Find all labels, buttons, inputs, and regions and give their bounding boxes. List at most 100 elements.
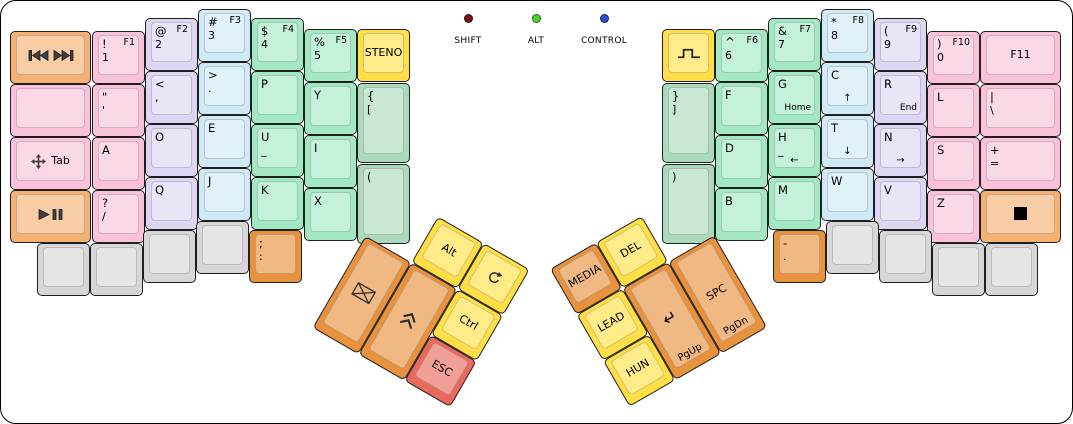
key-label: ■: [1012, 203, 1029, 224]
keycap: [322, 242, 405, 344]
key-spare-r1[interactable]: [826, 221, 879, 274]
key-comma[interactable]: <,: [145, 71, 198, 124]
key-redo[interactable]: [457, 243, 530, 316]
key-period[interactable]: >.: [198, 62, 251, 115]
key-h[interactable]: H_←: [768, 124, 821, 177]
key-t[interactable]: T↓: [821, 115, 874, 168]
key-legend-tl: A: [102, 143, 110, 157]
key-l[interactable]: L: [927, 84, 980, 137]
keycap: L: [933, 88, 974, 128]
key-a[interactable]: A: [92, 137, 145, 190]
keycap: ■: [986, 194, 1055, 234]
key-q[interactable]: Q: [145, 177, 198, 230]
key-semicolon[interactable]: ;:: [249, 230, 302, 283]
key-legend-tl: M: [778, 183, 788, 197]
key-w[interactable]: W: [821, 168, 874, 221]
key-p[interactable]: P: [251, 71, 304, 124]
key-plus[interactable]: +=: [980, 137, 1061, 190]
key-e[interactable]: E: [198, 115, 251, 168]
key-i[interactable]: I: [304, 135, 357, 188]
key-legend-tl2: :: [259, 250, 263, 263]
key-b[interactable]: B: [715, 188, 768, 241]
key-o[interactable]: O: [145, 124, 198, 177]
key-page-chevrons[interactable]: [358, 262, 458, 381]
key-spare-l4[interactable]: [196, 221, 249, 274]
key-play-pause[interactable]: [10, 190, 91, 243]
keycap: S: [933, 141, 974, 181]
key-left-paren[interactable]: (: [357, 164, 410, 244]
key-spare-r2[interactable]: [879, 230, 932, 283]
key-f[interactable]: F: [715, 82, 768, 135]
key-layer-toggle[interactable]: [662, 29, 715, 82]
key-tab[interactable]: Tab: [10, 137, 91, 190]
key-legend-tl: O: [155, 130, 165, 144]
keycap: [668, 33, 709, 73]
key-quote[interactable]: "': [92, 84, 145, 137]
key-stop[interactable]: ■: [980, 190, 1061, 243]
key-right-brace[interactable]: }]: [662, 83, 715, 163]
keycap: W: [827, 172, 868, 212]
key-legend-tl: {: [367, 89, 375, 103]
key-legend-tl: +: [990, 143, 1000, 157]
key-f11[interactable]: F11: [980, 31, 1061, 84]
key-spare-r3[interactable]: [932, 243, 985, 296]
key-slash[interactable]: ?/: [92, 190, 145, 243]
key-legend-tl2: 1: [102, 51, 109, 64]
keycap: <,: [151, 75, 192, 115]
key-legend-tl2: 0: [937, 51, 944, 64]
key-y[interactable]: Y: [304, 82, 357, 135]
key-spare-l3[interactable]: [143, 230, 196, 283]
key-legend-tl: X: [314, 194, 322, 208]
key-s[interactable]: S: [927, 137, 980, 190]
key-label: Tab: [51, 154, 70, 168]
key-right-paren[interactable]: ): [662, 164, 715, 244]
key-spare-l1[interactable]: [37, 243, 90, 296]
key-j[interactable]: J: [198, 168, 251, 221]
key-d[interactable]: D: [715, 135, 768, 188]
key-legend-tl2: \: [990, 104, 994, 117]
key-mail[interactable]: [312, 235, 412, 355]
key-minus[interactable]: -.: [773, 230, 826, 283]
key-media-prev-next[interactable]: [10, 31, 91, 84]
key-n[interactable]: N→: [874, 124, 927, 177]
key-legend-center: [369, 270, 448, 368]
key-blank[interactable]: [10, 84, 91, 137]
key-spare-l2[interactable]: [90, 243, 143, 296]
key-k[interactable]: K: [251, 177, 304, 230]
keycap: U_: [257, 128, 298, 168]
play-pause-icon: [38, 208, 64, 221]
move-icon: [31, 153, 47, 169]
key-legend-center: [17, 195, 84, 233]
keycap: "': [98, 88, 139, 128]
key-z[interactable]: Z: [927, 190, 980, 243]
key-u[interactable]: U_: [251, 124, 304, 177]
key-v[interactable]: V: [874, 177, 927, 230]
key-legend-tl: &: [778, 24, 787, 38]
key-legend-tl2: =: [990, 157, 1000, 170]
key-legend-tl: %: [314, 35, 325, 49]
key-label: DEL: [618, 238, 644, 261]
key-spare-r4[interactable]: [985, 243, 1038, 296]
key-m[interactable]: M: [768, 177, 821, 230]
key-c[interactable]: C↑: [821, 62, 874, 115]
key-left-brace[interactable]: {[: [357, 83, 410, 163]
keycap: [149, 234, 190, 274]
key-steno[interactable]: STENO: [357, 29, 410, 82]
key-x[interactable]: X: [304, 188, 357, 241]
key-legend-tl: (: [367, 170, 372, 184]
key-pipe[interactable]: |\: [980, 84, 1061, 137]
